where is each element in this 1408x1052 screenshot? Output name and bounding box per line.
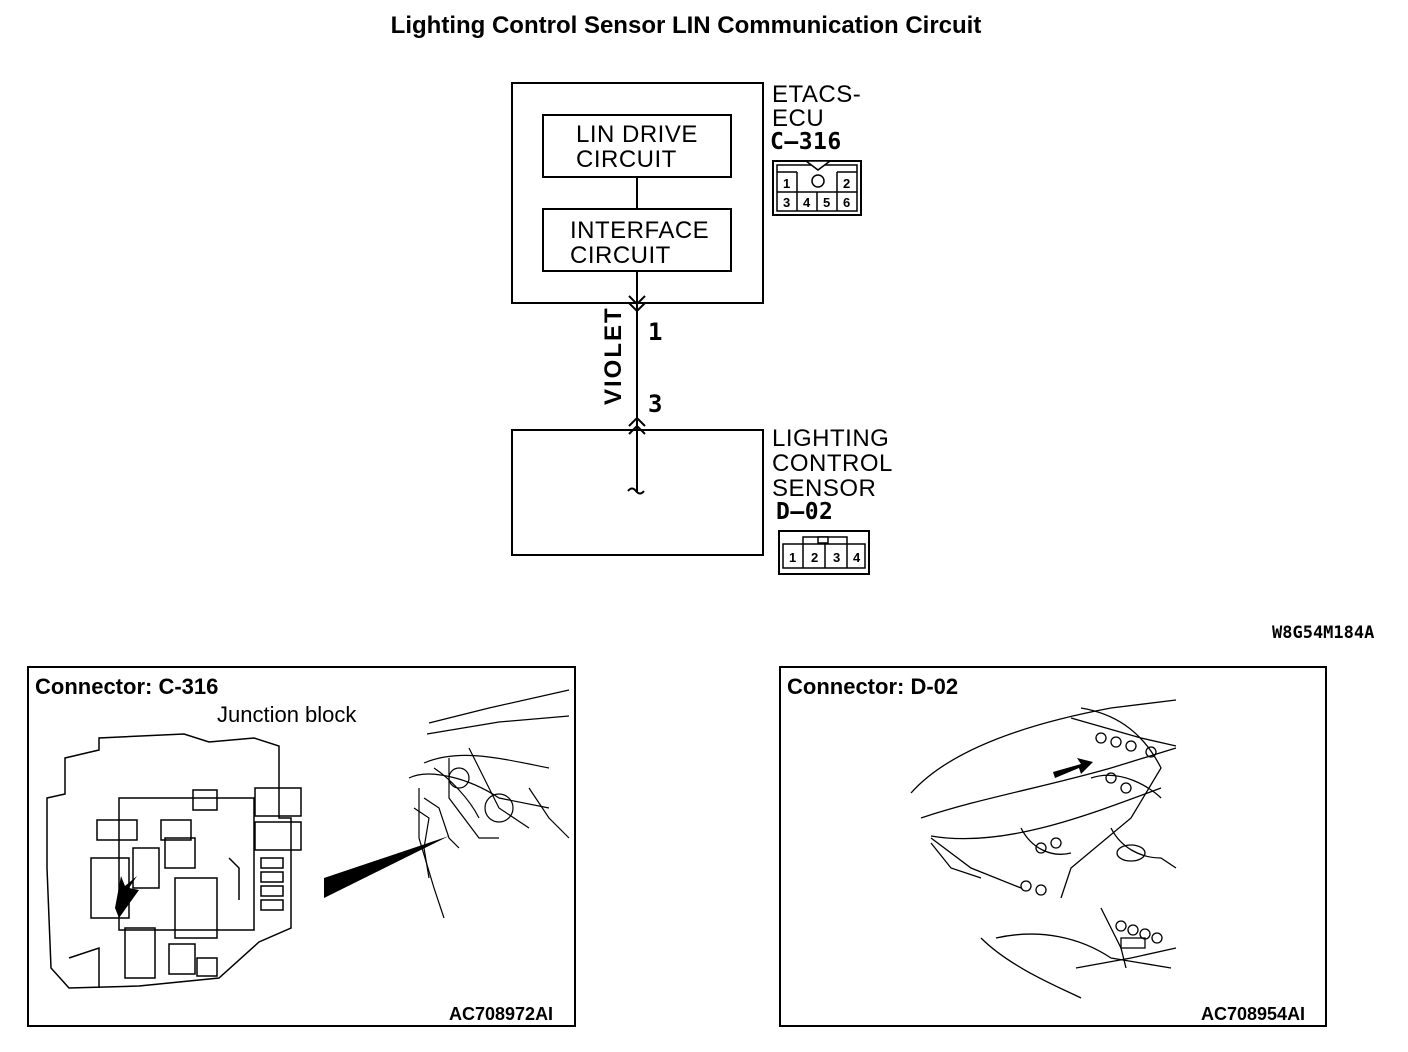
diagram-title: Lighting Control Sensor LIN Communicatio… bbox=[390, 12, 982, 39]
panel-1-title: Connector: C-316 bbox=[35, 674, 219, 699]
ecu-pin-4: 4 bbox=[803, 195, 811, 210]
roof-harness-illustration bbox=[910, 699, 1177, 999]
sensor-pin-4: 4 bbox=[853, 550, 861, 565]
sensor-pin-2: 2 bbox=[811, 550, 818, 565]
ecu-name-1: ETACS- bbox=[772, 81, 862, 108]
ecu-connector-id: C–316 bbox=[770, 129, 842, 155]
interface-label-2: CIRCUIT bbox=[570, 242, 671, 269]
sensor-name-1: LIGHTING bbox=[772, 425, 890, 452]
ecu-name-2: ECU bbox=[772, 105, 825, 132]
connector-d02-panel: Connector: D-02 AC708954AI bbox=[779, 666, 1327, 1027]
ecu-pin-6: 6 bbox=[843, 195, 850, 210]
sensor-connector-id: D–02 bbox=[776, 499, 834, 525]
leader-wedge bbox=[324, 836, 449, 898]
junction-block-caption: Junction block bbox=[217, 702, 357, 727]
sensor-connector-symbol: 1 2 3 4 bbox=[778, 530, 870, 575]
sensor-pin-3: 3 bbox=[833, 550, 840, 565]
sensor-terminal-marker bbox=[628, 416, 646, 427]
ecu-terminal-marker bbox=[628, 295, 646, 306]
interface-circuit-block: INTERFACE CIRCUIT bbox=[542, 208, 732, 272]
figure-code: W8G54M184A bbox=[1272, 623, 1375, 643]
ecu-terminal-marker-2 bbox=[628, 302, 646, 313]
arrow-icon bbox=[1053, 758, 1093, 778]
ecu-pin-3: 3 bbox=[783, 195, 790, 210]
sensor-name-3: SENSOR bbox=[772, 475, 877, 502]
sensor-name-2: CONTROL bbox=[772, 450, 893, 477]
interface-label-1: INTERFACE bbox=[570, 217, 710, 244]
panel-2-code: AC708954AI bbox=[1201, 1004, 1306, 1024]
panel-2-title: Connector: D-02 bbox=[787, 674, 959, 699]
ecu-pin-1: 1 bbox=[783, 176, 790, 191]
sensor-pin-1: 1 bbox=[789, 550, 796, 565]
ecu-pin-2: 2 bbox=[843, 176, 850, 191]
junction-block-illustration bbox=[46, 689, 570, 989]
sensor-pin-number: 3 bbox=[648, 390, 663, 418]
arrow-icon bbox=[115, 876, 139, 918]
lin-drive-label-1: LIN DRIVE bbox=[576, 121, 698, 148]
connector-c316-panel: Connector: C-316 Junction block AC708972… bbox=[27, 666, 576, 1027]
ecu-connector-symbol: 1 2 3 4 5 6 bbox=[772, 160, 862, 216]
sensor-internal-end bbox=[627, 487, 645, 495]
panel-1-code: AC708972AI bbox=[449, 1004, 554, 1024]
ecu-pin-number: 1 bbox=[648, 318, 663, 346]
lin-drive-circuit-block: LIN DRIVE CIRCUIT bbox=[542, 114, 732, 178]
ecu-pin-5: 5 bbox=[823, 195, 830, 210]
sensor-terminal-marker-2 bbox=[628, 424, 646, 435]
lin-drive-label-2: CIRCUIT bbox=[576, 146, 677, 173]
